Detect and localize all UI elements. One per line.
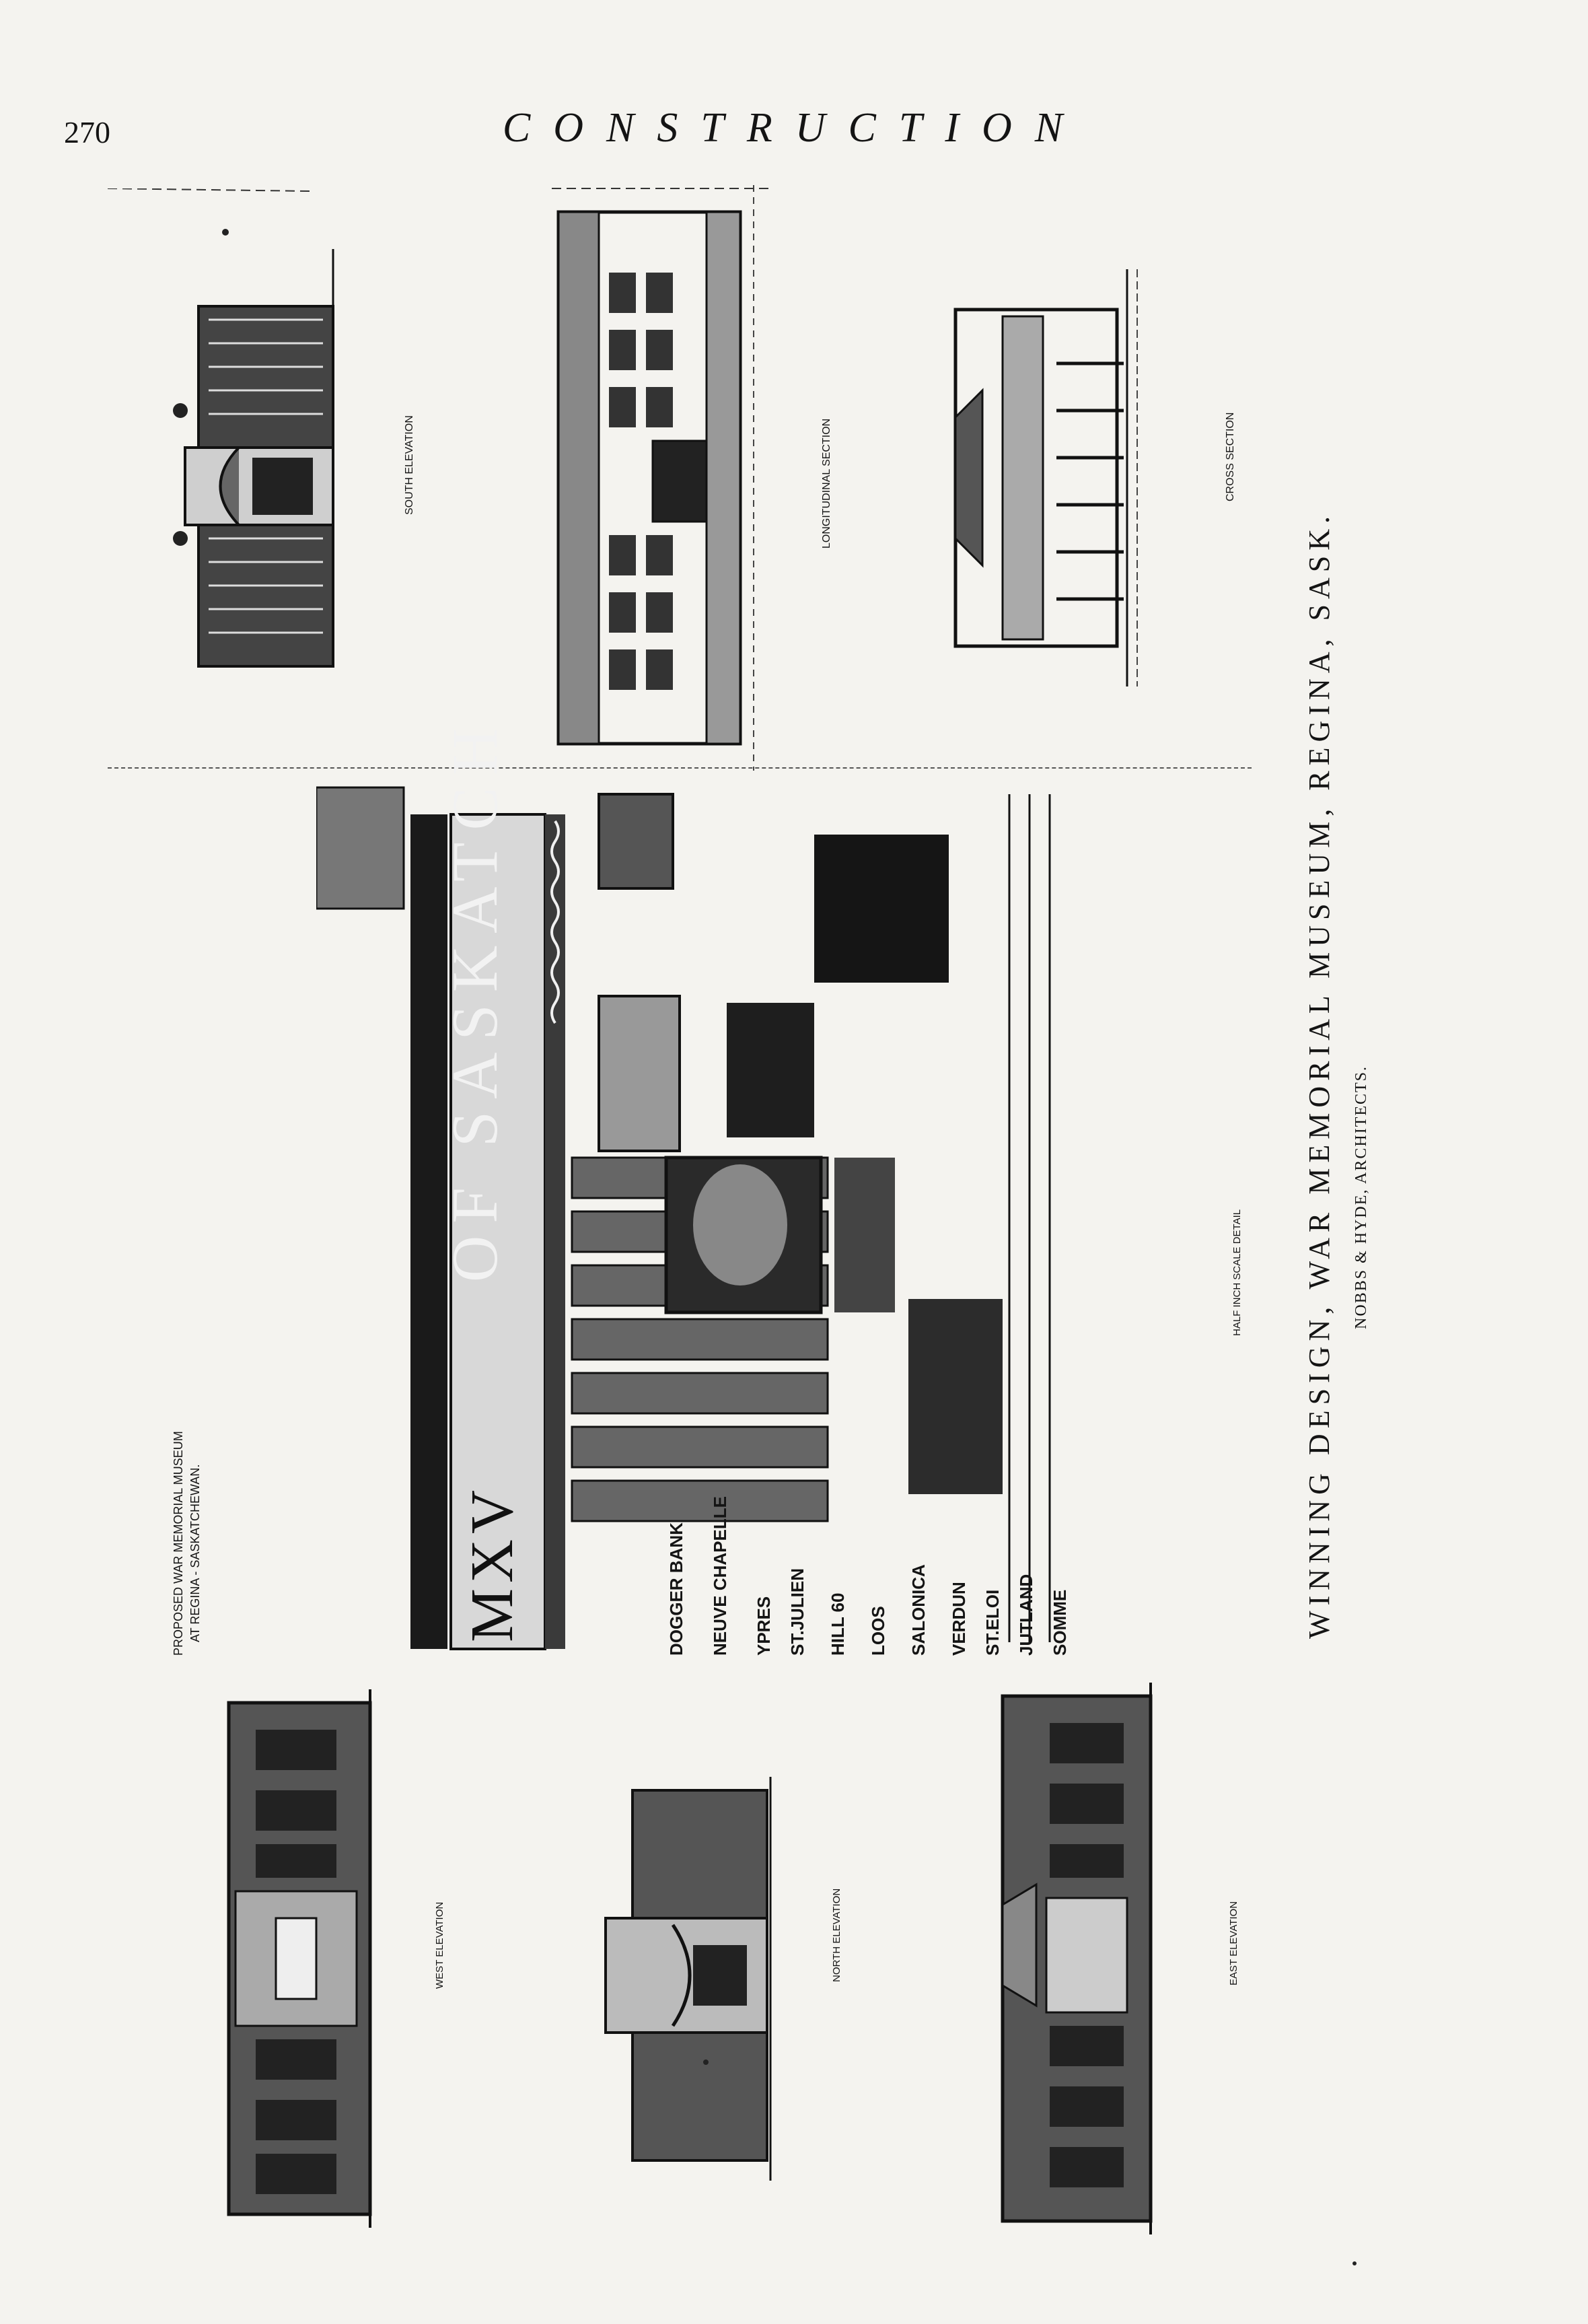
frieze-inscription: OF SASKATCH (439, 716, 511, 1282)
longitudinal-section-label: LONGITUDINAL SECTION (821, 418, 832, 549)
battle-honour: ST.ELOI (982, 1589, 1003, 1656)
battle-honour: VERDUN (949, 1582, 969, 1656)
north-elevation-drawing (585, 1777, 807, 2181)
detail-sheet-title-line2: AT REGINA - SASKATCHEWAN. (188, 1464, 202, 1642)
east-elevation-drawing (982, 1683, 1171, 2234)
frieze-date: MXV (459, 1484, 526, 1642)
half-inch-detail-label: HALF INCH SCALE DETAIL (1231, 1209, 1243, 1336)
battle-honour: JUTLAND (1016, 1574, 1036, 1656)
battle-honour: HILL 60 (828, 1592, 848, 1656)
sheet-divider (108, 767, 1252, 769)
longitudinal-section-drawing (552, 185, 774, 771)
battle-honour: DOGGER BANK (666, 1522, 686, 1656)
west-elevation-drawing (202, 1689, 390, 2228)
running-head: CONSTRUCTION (502, 105, 1086, 151)
page-number: 270 (64, 115, 110, 149)
battle-honour: LOOS (868, 1606, 888, 1656)
caption-architects: NOBBS & HYDE, ARCHITECTS. (1352, 1065, 1370, 1329)
west-elevation-label: WEST ELEVATION (434, 1901, 445, 1989)
north-elevation-label: NORTH ELEVATION (831, 1888, 842, 1982)
battle-honour: NEUVE CHAPELLE (710, 1496, 730, 1656)
cross-section-drawing (942, 256, 1164, 700)
detail-sheet-title-line1: PROPOSED WAR MEMORIAL MUSEUM (172, 1431, 185, 1656)
battle-honour: SOMME (1050, 1589, 1070, 1656)
east-elevation-label: EAST ELEVATION (1228, 1901, 1239, 1985)
battle-honour: SALONICA (908, 1564, 929, 1656)
cross-section-label: CROSS SECTION (1225, 412, 1236, 501)
caption-title: WINNING DESIGN, WAR MEMORIAL MUSEUM, REG… (1303, 511, 1336, 1639)
south-elevation-label: SOUTH ELEVATION (404, 415, 415, 515)
half-inch-detail-drawing (315, 781, 1191, 1656)
battle-honour: ST.JULIEN (787, 1568, 807, 1656)
south-elevation-drawing (107, 188, 397, 700)
battle-honour: YPRES (754, 1596, 774, 1656)
